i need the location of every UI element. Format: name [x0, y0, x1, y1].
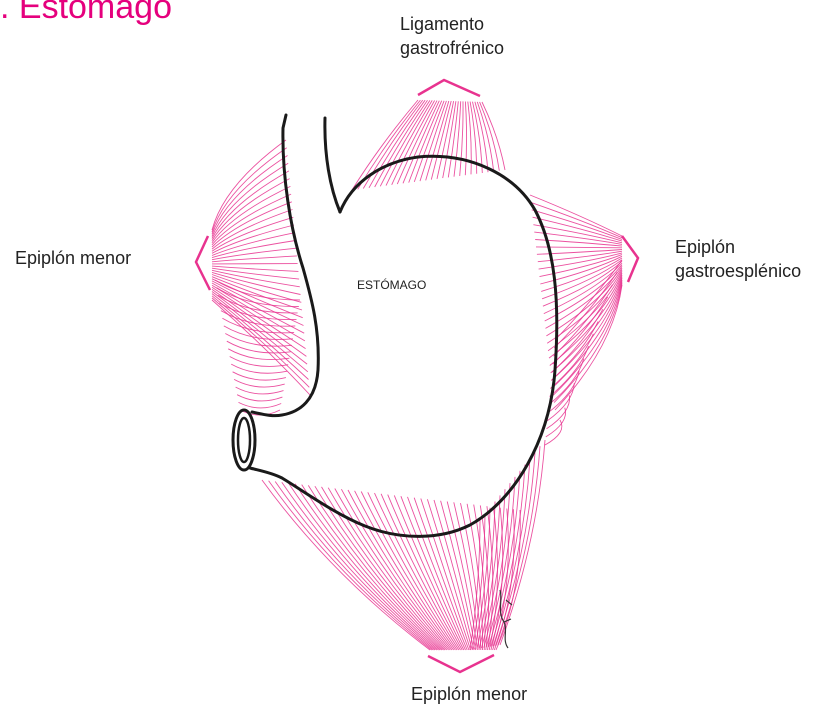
epiplon-menor-left-fiber	[212, 266, 298, 271]
bracket-left	[196, 236, 210, 290]
epiplon-menor-left-fiber	[212, 268, 299, 279]
epiplon-menor-left-fiber	[212, 217, 293, 251]
gastrofrenico-fiber	[482, 102, 505, 170]
label-epiplon-menor-left: Epiplón menor	[15, 246, 131, 270]
epiplon-menor-left-fiber	[212, 241, 296, 258]
greater-curvature	[250, 156, 557, 536]
gastrofrenico-fiber	[477, 102, 493, 172]
bracket-top	[418, 80, 480, 96]
label-estomago: ESTÓMAGO	[357, 278, 426, 292]
epiplon-menor-left-fiber	[212, 148, 287, 232]
esophagus-right-wall	[325, 118, 340, 212]
pylorus	[233, 410, 255, 470]
epiplon-menor-left-lower-fiber	[234, 379, 285, 387]
gastrofrenico-fiber	[431, 101, 451, 180]
gastrofrenico-fiber	[468, 102, 471, 175]
epiplon-menor-left-fiber	[212, 272, 301, 294]
epiplon-menor-left-fiber	[212, 171, 289, 239]
label-epiplon-menor-bottom: Epiplón menor	[411, 682, 527, 706]
epiplon-menor-left-fiber	[212, 296, 309, 380]
epiplon-menor-left-fiber	[212, 275, 301, 303]
ligament-fibers	[212, 100, 622, 650]
epiplon-menor-left-fiber	[212, 225, 294, 253]
gastrofrenico-fiber	[397, 101, 437, 185]
bracket-right	[622, 236, 638, 282]
epiplon-menor-bottom-fiber	[282, 482, 435, 650]
esophagus-left-wall	[252, 115, 318, 416]
gastrofrenico-fiber	[465, 102, 466, 176]
epiplon-menor-left-lower-fiber	[236, 387, 284, 394]
epiplon-menor-left-lower-fiber	[239, 402, 282, 408]
epiplon-menor-bottom-fiber	[375, 493, 459, 650]
gastrofrenico-fiber	[386, 100, 432, 185]
epiplon-menor-left-fiber	[212, 298, 309, 387]
label-ligamento-gastrofrenico: Ligamento gastrofrénico	[400, 12, 504, 60]
epiplon-menor-left-fiber	[212, 140, 286, 230]
epiplon-menor-left-fiber	[212, 256, 297, 262]
epiplon-menor-left-lower-fiber	[237, 395, 282, 401]
bracket-bottom	[428, 655, 494, 672]
label-epiplon-gastroesplenico: Epiplón gastroesplénico	[675, 235, 801, 283]
